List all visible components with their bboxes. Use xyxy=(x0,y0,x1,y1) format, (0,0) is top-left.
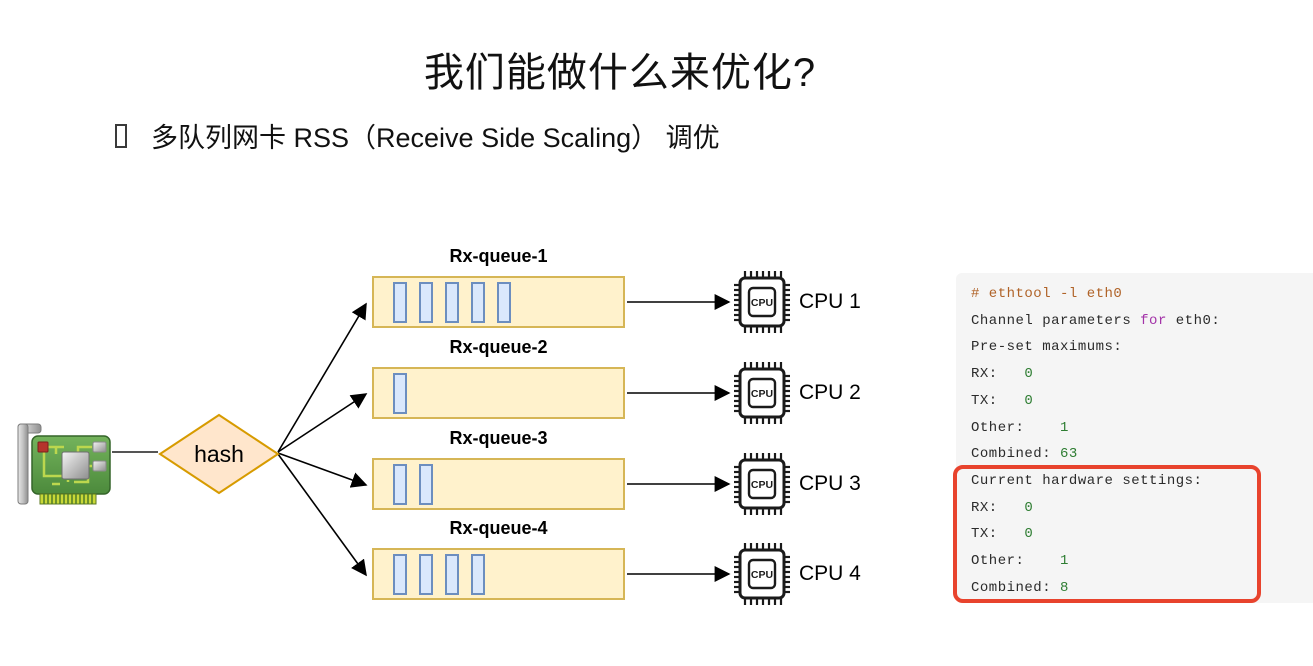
terminal-line: RX: 0 xyxy=(971,361,1313,388)
bullet-marker-icon xyxy=(115,123,127,148)
terminal-text-segment: 8 xyxy=(1060,579,1069,596)
packet xyxy=(445,553,459,595)
terminal-line-highlighted: Other: 1 xyxy=(971,548,1313,575)
terminal-text-segment: Combined: xyxy=(971,446,1061,463)
cpu-chip-icon: CPU xyxy=(734,543,790,605)
cpu-chip-icon: CPU xyxy=(734,453,790,515)
hash-label: hash xyxy=(194,440,244,467)
terminal-line: TX: 0 xyxy=(971,388,1313,415)
terminal-text-segment: Other: xyxy=(971,419,1061,436)
queue-label: Rx-queue-1 xyxy=(449,246,548,266)
queue-label: Rx-queue-4 xyxy=(449,518,548,538)
queue-label: Rx-queue-2 xyxy=(449,337,548,357)
terminal-text-segment: RX: xyxy=(971,366,1025,383)
terminal-line-highlighted: Combined: 8 xyxy=(971,575,1313,602)
packet xyxy=(419,553,433,595)
svg-text:CPU: CPU xyxy=(751,569,773,581)
packet xyxy=(393,372,407,414)
terminal-line: Other: 1 xyxy=(971,415,1313,442)
terminal-text-segment: TX: xyxy=(971,392,1025,409)
terminal-text-segment: RX: xyxy=(971,499,1025,516)
packet xyxy=(419,281,433,323)
cpu-label: CPU 1 xyxy=(799,290,861,313)
queue-box xyxy=(372,548,625,600)
terminal-text-segment: 63 xyxy=(1060,446,1078,463)
packet xyxy=(471,281,485,323)
packet xyxy=(471,553,485,595)
terminal-text-segment: 0 xyxy=(1024,499,1034,516)
terminal-line: Pre-set maximums: xyxy=(971,334,1313,361)
terminal-text-segment: eth0: xyxy=(1166,312,1221,329)
terminal-line-highlighted: TX: 0 xyxy=(971,521,1313,548)
page-title: 我们能做什么来优化? xyxy=(423,51,817,95)
terminal-text-segment: 0 xyxy=(1024,366,1034,383)
terminal-text-segment: 1 xyxy=(1060,419,1069,436)
queue-box xyxy=(372,276,625,328)
terminal-line: Combined: 63 xyxy=(971,441,1313,468)
terminal-line-highlighted: RX: 0 xyxy=(971,495,1313,522)
packet xyxy=(419,463,433,505)
cpu-chip-icon: CPU xyxy=(734,271,790,333)
bullet-text: 多队列网卡 RSS（Receive Side Scaling） 调优 xyxy=(151,123,720,153)
svg-text:CPU: CPU xyxy=(751,297,773,309)
packet xyxy=(393,463,407,505)
queue-box xyxy=(372,367,625,419)
packet xyxy=(497,281,511,323)
terminal-text-segment: 1 xyxy=(1060,553,1069,570)
terminal-text-segment: 0 xyxy=(1024,526,1034,543)
network-card-icon xyxy=(17,423,111,505)
bullet-line: 多队列网卡 RSS（Receive Side Scaling） 调优 xyxy=(115,116,720,155)
terminal-text-segment: 0 xyxy=(1024,392,1034,409)
terminal-text-segment: Combined: xyxy=(971,579,1061,596)
svg-text:CPU: CPU xyxy=(751,479,773,491)
terminal-text-segment: # ethtool -l eth0 xyxy=(971,286,1123,302)
terminal-text-segment: Other: xyxy=(971,553,1061,570)
terminal-text-segment: for xyxy=(1140,312,1167,329)
packet xyxy=(393,553,407,595)
cpu-chip-icon: CPU xyxy=(734,362,790,424)
terminal-line-highlighted: Current hardware settings: xyxy=(971,468,1313,495)
queue-box xyxy=(372,458,625,510)
svg-text:CPU: CPU xyxy=(751,388,773,400)
cpu-label: CPU 4 xyxy=(799,562,861,585)
cpu-label: CPU 2 xyxy=(799,381,861,404)
packet xyxy=(445,281,459,323)
cpu-label: CPU 3 xyxy=(799,472,861,495)
terminal-text-segment: Current hardware settings: xyxy=(971,472,1203,489)
hash-diamond xyxy=(158,413,280,495)
terminal-text-segment: Channel parameters xyxy=(971,312,1141,329)
terminal-text-segment: Pre-set maximums: xyxy=(971,339,1123,356)
terminal-text-segment: TX: xyxy=(971,526,1025,543)
terminal-line: # ethtool -l eth0 xyxy=(971,281,1313,308)
queue-label: Rx-queue-3 xyxy=(449,428,548,448)
packet xyxy=(393,281,407,323)
terminal-line: Channel parameters for eth0: xyxy=(971,308,1313,335)
